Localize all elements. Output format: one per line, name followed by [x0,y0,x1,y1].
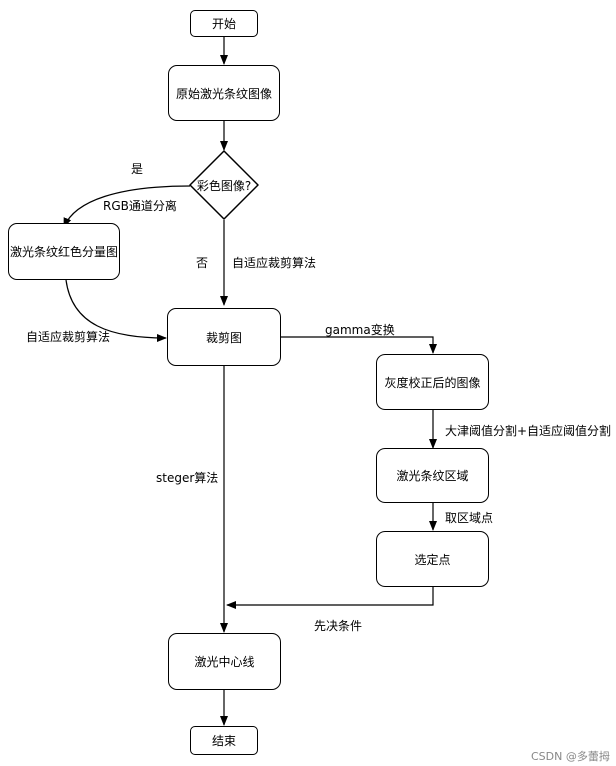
decision-node: 彩色图像? [189,150,259,220]
edge-red-crop [65,279,167,342]
label-rgb-split: RGB通道分离 [103,199,177,213]
start-node: 开始 [190,10,258,37]
edge-decision-red-yes [63,185,191,228]
decision-diamond [189,150,259,220]
gray-corrected-node: 灰度校正后的图像 [376,354,489,410]
label-no: 否 [196,256,209,270]
red-component-node: 激光条纹红色分量图 [8,223,120,280]
label-prior-condition: 先决条件 [314,619,363,633]
label-adaptive-crop-left: 自适应裁剪算法 [26,330,111,344]
stripe-region-node: 激光条纹区域 [376,448,489,503]
selected-point-node: 选定点 [376,531,489,587]
end-node: 结束 [190,726,258,755]
label-threshold: 大津阈值分割+自适应阈值分割 [445,424,612,438]
label-pick-points: 取区域点 [445,511,494,525]
edge-crop-gray [281,336,437,354]
original-image-node: 原始激光条纹图像 [168,65,280,121]
label-steger: steger算法 [156,471,219,485]
edge-selected-center [226,587,434,609]
crop-node: 裁剪图 [167,308,281,366]
label-gamma: gamma变换 [325,323,395,337]
label-yes: 是 [131,162,144,176]
center-line-node: 激光中心线 [168,633,281,690]
decision-label: 彩色图像? [196,178,252,193]
label-adaptive-crop-right: 自适应裁剪算法 [232,256,317,270]
watermark: CSDN @多蕾拇 [531,750,610,763]
